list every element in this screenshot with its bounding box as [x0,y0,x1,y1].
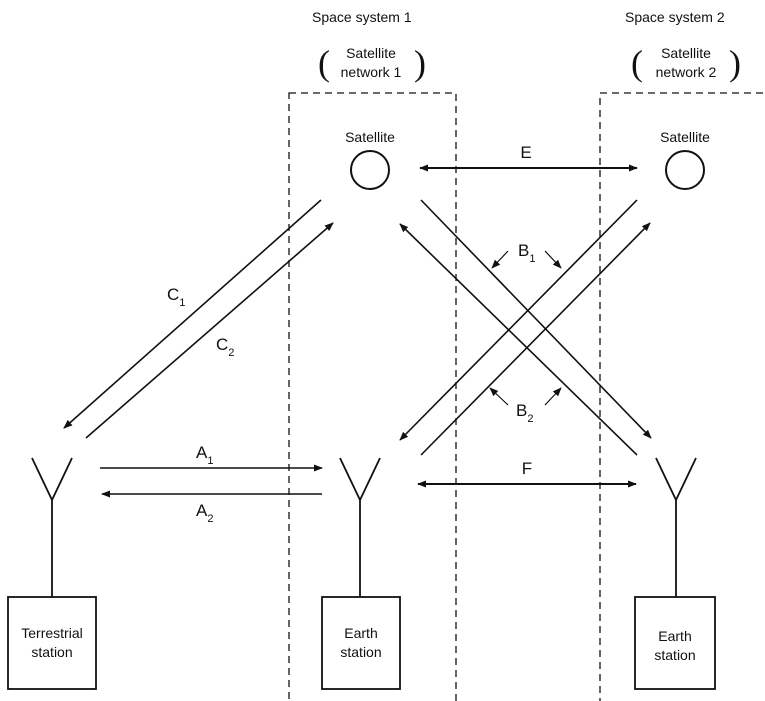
satellite-2-icon [665,150,705,190]
earth-station-1-antenna-icon [339,457,381,597]
link-c1-label: C1 [167,285,185,309]
link-sat2-to-earth1 [399,199,638,441]
satellite-1-icon [350,150,390,190]
satellite-network-2-line2: network 2 [656,64,717,80]
terrestrial-station-label-line1: Terrestrial [21,625,82,641]
earth-station-2-antenna-icon [655,457,697,597]
earth-station-1-label-line2: station [340,644,381,660]
link-a2-label: A2 [196,501,213,525]
b1-angle-left-arrow [491,250,509,269]
satellite-1-label: Satellite [345,129,395,145]
terrestrial-antenna-icon [31,457,73,597]
b1-angle-right-arrow [544,250,562,269]
link-c1-arrow [63,199,322,429]
link-b2-label: B2 [516,401,533,425]
satellite-network-1-line1: Satellite [346,45,396,61]
earth-station-1-box [321,596,401,690]
link-c2-label: C2 [216,335,234,359]
right-paren-1: ) [414,43,426,83]
right-paren-2: ) [729,43,741,83]
link-c2-arrow [85,222,334,439]
link-f-label: F [522,459,532,478]
left-paren-2: ( [631,43,643,83]
space-system-2-title: Space system 2 [625,9,725,25]
satellite-network-2-line1: Satellite [661,45,711,61]
satellite-2-label: Satellite [660,129,710,145]
left-paren-1: ( [318,43,330,83]
earth-station-2-box [634,596,716,690]
link-b1-label: B1 [518,241,535,265]
space-system-1-title: Space system 1 [312,9,412,25]
earth-station-2-label-line1: Earth [658,628,691,644]
space-system-1-boundary [288,92,457,701]
terrestrial-station-box [7,596,97,690]
satellite-network-1-line2: network 1 [341,64,402,80]
terrestrial-station-label-line2: station [31,644,72,660]
link-sat1-to-earth2 [420,199,652,439]
link-earth2-to-sat1 [399,223,638,456]
link-e-label: E [520,143,531,162]
link-a1-label: A1 [196,443,213,467]
link-earth1-to-sat2 [420,222,651,456]
earth-station-2-label-line2: station [654,647,695,663]
earth-station-1-label-line1: Earth [344,625,377,641]
space-system-2-boundary [599,92,765,701]
b2-angle-left-arrow [489,387,509,406]
b2-angle-right-arrow [544,387,562,406]
